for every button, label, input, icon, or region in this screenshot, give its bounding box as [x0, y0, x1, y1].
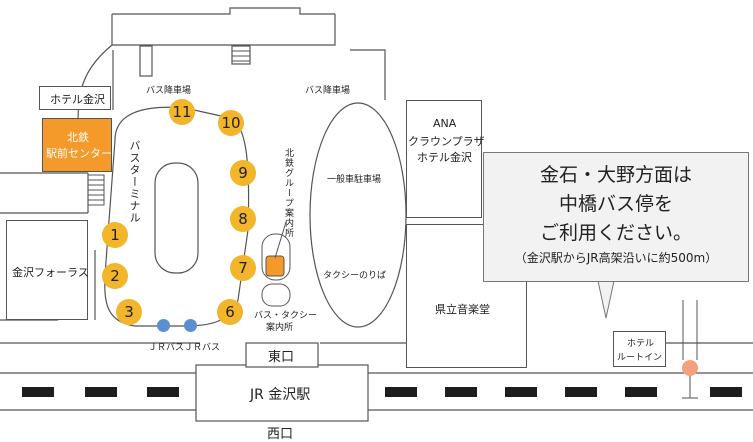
callout-note: （金沢駅からJR高架沿いに約500m）	[514, 251, 718, 265]
taxi-stand-label: タクシーのりば	[323, 271, 387, 281]
hotel-route-inn-box: ホテル ルートイン	[613, 331, 666, 367]
bus-drop-label-right: バス降車場	[305, 86, 351, 96]
bus-stop-11[interactable]: 11	[169, 99, 195, 125]
bus-stop-2[interactable]: 2	[102, 263, 128, 289]
parking-oval	[309, 102, 407, 328]
callout-line-1: 金石・大野方面は	[539, 164, 692, 186]
jr-bus-stop-2[interactable]	[184, 319, 197, 332]
east-exit-box	[245, 342, 319, 368]
bus-stop-6[interactable]: 6	[217, 299, 243, 325]
terminal-island	[154, 162, 199, 274]
hotel-kanazawa-box: ホテル金沢	[39, 86, 111, 110]
hokutetsu-center-box: 北鉄 駅前センター	[42, 118, 112, 172]
callout-line-3: ご利用ください。	[539, 222, 692, 244]
road-lines	[0, 44, 753, 344]
east-exit-label: 東口	[268, 350, 295, 365]
callout-pointer	[597, 280, 615, 319]
bus-stop-7[interactable]: 7	[230, 255, 256, 281]
west-exit-label: 西口	[267, 427, 294, 442]
hokutetsu-info-marker	[265, 255, 285, 277]
kenritsu-ongakudo-label: 県立音楽堂	[435, 303, 490, 316]
info-pointer	[274, 221, 287, 259]
station-building	[195, 364, 369, 422]
hokutetsu-info-label: 北鉄グループ案内所	[283, 148, 293, 238]
parking-label: 一般車駐車場	[327, 175, 382, 185]
jr-bus-label-2: ＪＲバス	[184, 343, 221, 353]
bus-stop-1[interactable]: 1	[102, 222, 128, 248]
kanazawa-forus-box: 金沢フォーラス	[6, 220, 89, 320]
callout-box: 金石・大野方面は 中橋バス停を ご利用ください。 （金沢駅からJR高架沿いに約5…	[483, 152, 749, 282]
bus-stop-8[interactable]: 8	[230, 206, 256, 232]
station-label: JR 金沢駅	[250, 387, 311, 403]
bus-drop-label-left: バス降車場	[146, 86, 192, 96]
bus-taxi-info-label-2: 案内所	[266, 323, 294, 333]
hokutetsu-center-label-1: 北鉄	[67, 131, 89, 144]
kanazawa-forus-label: 金沢フォーラス	[12, 266, 89, 279]
bus-taxi-info-label-1: バス・タクシー	[254, 311, 318, 321]
hokutetsu-center-label-2: 駅前センター	[46, 147, 112, 160]
bus-stop-10[interactable]: 10	[218, 110, 244, 136]
ana-label-1: ANA	[433, 117, 457, 130]
location-marker	[682, 360, 698, 376]
ana-label-2: クラウンプラザ	[408, 135, 485, 148]
bus-stop-9[interactable]: 9	[230, 160, 256, 186]
hotel-kanazawa-label: ホテル金沢	[50, 93, 105, 106]
route-inn-label-2: ルートイン	[617, 353, 663, 363]
jr-bus-label-1: ＪＲバス	[148, 343, 185, 353]
callout-line-2: 中橋バス停を	[558, 193, 673, 215]
route-inn-label-1: ホテル	[627, 339, 655, 349]
bus-terminal-label: バスターミナル	[128, 140, 141, 224]
ana-label-3: ホテル金沢	[417, 151, 472, 164]
jr-bus-stop-1[interactable]	[157, 319, 170, 332]
railway	[0, 372, 753, 411]
bus-stop-3[interactable]: 3	[116, 299, 142, 325]
bus-taxi-info-booth	[261, 283, 291, 307]
stairs	[87, 45, 251, 206]
ana-crowne-box: ANA クラウンプラザ ホテル金沢	[406, 100, 485, 218]
top-building	[111, 7, 336, 77]
